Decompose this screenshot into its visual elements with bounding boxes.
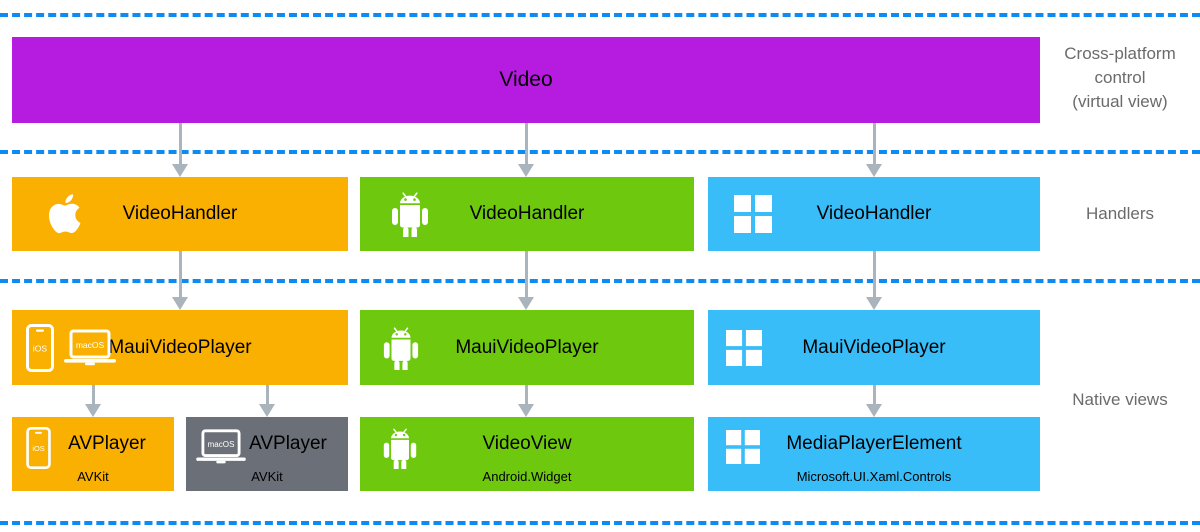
band-label-line-3: (virtual view) (1072, 92, 1168, 111)
windows-icon (726, 310, 762, 385)
arrow-apple-handler-to-maui-player (172, 251, 188, 310)
windows-icon (734, 177, 772, 251)
box-title: MediaPlayerElement (786, 433, 962, 454)
box-title: AVPlayer (249, 433, 327, 454)
band-label-handlers: Handlers (1085, 204, 1155, 223)
divider-bottom (0, 521, 1200, 525)
box-native-view-ios[interactable]: iOS AVPlayer AVKit (12, 417, 174, 491)
arrow-maui-player-to-mediaplayerelement (866, 385, 882, 417)
svg-text:iOS: iOS (33, 343, 48, 353)
box-title: VideoView (482, 433, 572, 454)
box-platform-view-android[interactable]: MauiVideoPlayer (360, 310, 694, 385)
svg-text:iOS: iOS (32, 444, 44, 453)
arrow-video-to-windows-handler (866, 123, 882, 177)
divider-top (0, 13, 1200, 17)
box-title: AVPlayer (68, 433, 146, 454)
arrow-windows-handler-to-maui-player (866, 251, 882, 310)
arrow-video-to-android-handler (518, 123, 534, 177)
box-title: VideoHandler (816, 203, 932, 224)
android-icon (382, 421, 418, 475)
arrow-maui-player-to-avplayer-ios (85, 385, 101, 417)
box-title: MauiVideoPlayer (455, 336, 599, 358)
ios-icon: iOS (26, 421, 51, 475)
box-title: MauiVideoPlayer (108, 336, 252, 358)
box-title: VideoHandler (122, 203, 238, 224)
box-native-view-android[interactable]: VideoView Android.Widget (360, 417, 694, 491)
android-icon (382, 310, 420, 385)
arrow-maui-player-to-videoview (518, 385, 534, 417)
divider-below-virtual-view (0, 150, 1200, 154)
box-virtual-view-video[interactable]: Video (12, 37, 1040, 123)
band-label-native-views: Native views (1072, 390, 1168, 409)
arrow-android-handler-to-maui-player (518, 251, 534, 310)
macos-icon: macOS (196, 423, 246, 471)
box-platform-view-apple[interactable]: iOS macOS MauiVideoPlayer (12, 310, 348, 385)
box-title: Video (499, 68, 553, 91)
box-handler-apple[interactable]: VideoHandler (12, 177, 348, 251)
svg-text:macOS: macOS (76, 340, 105, 350)
box-subtitle: AVKit (251, 469, 283, 484)
box-title: VideoHandler (469, 203, 585, 224)
box-title: MauiVideoPlayer (802, 336, 946, 358)
box-handler-android[interactable]: VideoHandler (360, 177, 694, 251)
box-native-view-windows[interactable]: MediaPlayerElement Microsoft.UI.Xaml.Con… (708, 417, 1040, 491)
box-subtitle: Microsoft.UI.Xaml.Controls (796, 469, 952, 484)
arrow-video-to-apple-handler (172, 123, 188, 177)
divider-below-handlers (0, 279, 1200, 283)
box-platform-view-windows[interactable]: MauiVideoPlayer (708, 310, 1040, 385)
band-label-line-2: control (1094, 68, 1146, 87)
ios-icon: iOS (26, 310, 54, 385)
apple-icon (48, 177, 88, 251)
band-label-line-1: Cross-platform (1064, 44, 1176, 63)
band-label-cross-platform: Cross-platform control (virtual view) (1040, 42, 1200, 114)
box-handler-windows[interactable]: VideoHandler (708, 177, 1040, 251)
macos-icon: macOS (64, 310, 116, 385)
box-subtitle: AVKit (77, 469, 109, 484)
box-native-view-macos[interactable]: macOS AVPlayer AVKit (186, 417, 348, 491)
windows-icon (726, 421, 760, 473)
arrow-maui-player-to-avplayer-macos (259, 385, 275, 417)
android-icon (390, 177, 430, 251)
svg-text:macOS: macOS (208, 440, 236, 449)
box-subtitle: Android.Widget (482, 469, 572, 484)
